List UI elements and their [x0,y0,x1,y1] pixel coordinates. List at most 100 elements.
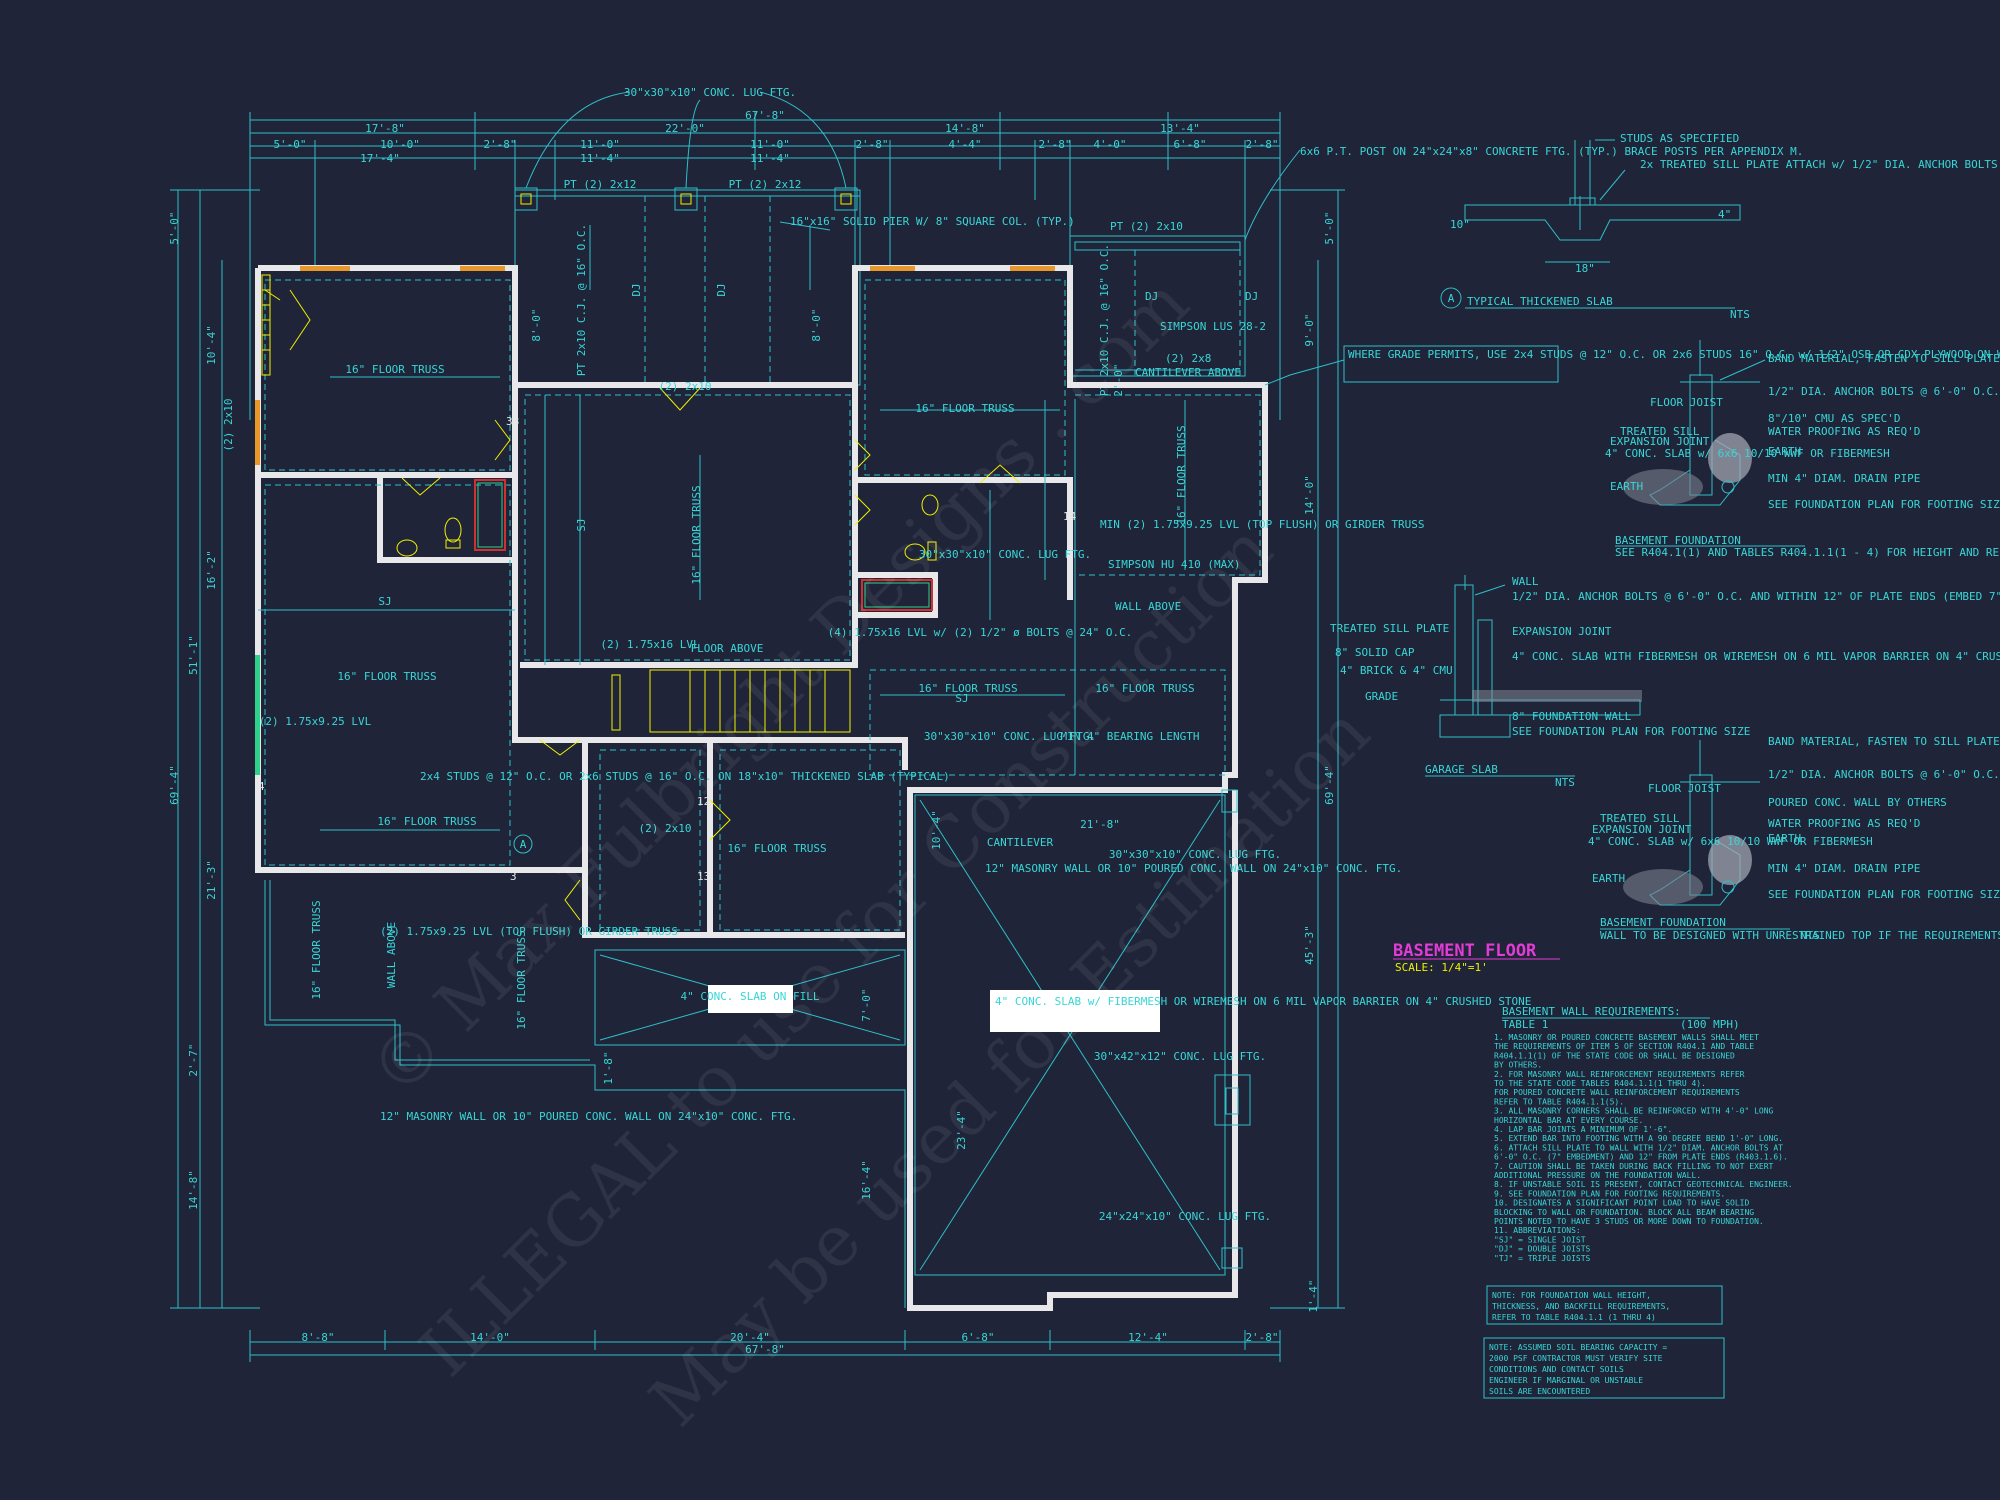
thickened-slab-title: TYPICAL THICKENED SLAB [1467,295,1613,308]
closet-shelving [261,274,271,376]
top-dimension-lines [249,112,1281,420]
lvl-16-label: (2) 1.75x16 LVL [600,638,700,651]
deck-ceiling-joist: PT 2x10 C.J. @ 16" O.C. [1098,244,1111,396]
dim-interior-5: 23'-4" [955,1110,968,1150]
porch-ceiling-joist-a: PT 2x10 C.J. @ 16" O.C. [575,224,588,376]
note1-line: NOTE: FOR FOUNDATION WALL HEIGHT, [1492,1291,1651,1300]
req-lines-line: 7. CAUTION SHALL BE TAKEN DURING BACK FI… [1494,1162,1774,1171]
dim-left-4: 51'-1" [187,635,200,675]
req-lines-line: POINTS NOTED TO HAVE 3 STUDS OR MORE DOW… [1494,1217,1764,1226]
garage-slab-detail [1439,575,1642,738]
dj-label-4: DJ [1245,290,1258,303]
beam-2x10-label-b: (2) 2x10 [659,380,712,393]
detail-tag-a: A [1448,292,1455,305]
callout-13: 13 [697,870,710,883]
floor-truss-label-5: 16" FLOOR TRUSS [337,670,436,683]
dim-interior-9: 1'-4" [1307,1279,1320,1312]
detail-tag-circle [1440,287,1462,309]
callout-38: 38 [506,415,519,428]
dj-label-2: DJ [715,283,728,296]
note2-line: SOILS ARE ENCOUNTERED [1489,1387,1590,1396]
dim-left-6: 21'-3" [205,860,218,900]
dj-label-1: DJ [630,283,643,296]
dim-bottom-5: 12'-4" [1128,1331,1168,1344]
dim-left-2: 10'-4" [205,325,218,365]
bf2-exp: EXPANSION JOINT [1592,823,1692,836]
floor-truss-label-2: 16" FLOOR TRUSS [915,402,1014,415]
gs-treated: TREATED SILL PLATE [1330,622,1449,635]
callout-3: 3 [510,870,517,883]
floor-truss-label-4: 16" FLOOR TRUSS [1175,425,1188,524]
lvl-925-label: (2) 1.75x9.25 LVL [259,715,372,728]
basement-foundation-sub-1: SEE R404.1(1) AND TABLES R404.1.1(1 - 4)… [1615,546,2000,559]
dim-top-9: 11'-0" [750,138,790,151]
dim-top-8: 11'-0" [580,138,620,151]
porch-footing-label: 30"x30"x10" CONC. LUG FTG. [624,86,796,99]
dj-label-3: DJ [1145,290,1158,303]
note2-line: ENGINEER IF MARGINAL OR UNSTABLE [1489,1376,1643,1385]
grade-note: WHERE GRADE PERMITS, USE 2x4 STUDS @ 12"… [1348,348,2000,361]
bf2-sill: TREATED SILL [1600,812,1680,825]
gs-bolts: 1/2" DIA. ANCHOR BOLTS @ 6'-0" O.C. AND … [1512,590,2000,603]
req-lines-line: 9. SEE FOUNDATION PLAN FOR FOOTING REQUI… [1494,1189,1725,1198]
req-lines-line: 2. FOR MASONRY WALL REINFORCEMENT REQUIR… [1494,1070,1745,1079]
requirements-title: BASEMENT WALL REQUIREMENTS: [1502,1005,1681,1018]
cantilever-label: CANTILEVER [987,836,1054,849]
bf1-slab: 4" CONC. SLAB w/ 6x6 10/10 WWF OR FIBERM… [1605,447,1890,460]
sheet-scale: SCALE: 1/4"=1' [1395,961,1488,974]
note2-line: 2000 PSF CONTRACTOR MUST VERIFY SITE [1489,1354,1663,1363]
front-porch-framing [514,91,861,386]
bf2-earth: EARTH [1768,832,1801,845]
dim-bottom-4: 6'-8" [961,1331,994,1344]
lug-ftg-label-3: 30"x30"x10" CONC. LUG FTG. [1109,848,1281,861]
dim-top-11: 4'-4" [948,138,981,151]
dim-top-10: 2'-8" [855,138,888,151]
req-lines-line: "TJ" = TRIPLE JOISTS [1494,1254,1591,1263]
wall-above-label-a: WALL ABOVE [1115,600,1181,613]
basement-foundation-detail-1 [1623,340,1766,506]
bottom-dimension-lines [249,1330,1281,1362]
req-lines-line: FOR POURED CONCRETE WALL REINFORCEMENT R… [1494,1088,1740,1097]
bf2-slab: 4" CONC. SLAB w/ 6x6 10/10 WWF OR FIBERM… [1588,835,1873,848]
bearing-length-label: MIN 4" BEARING LENGTH [1060,730,1199,743]
wall-above-label-b: WALL ABOVE [385,922,398,988]
thickened-slab-detail [1464,139,1741,263]
dim-interior-2: 21'-8" [1080,818,1120,831]
floor-truss-label-9: 16" FLOOR TRUSS [727,842,826,855]
lug-ftg-label-1: 30"x30"x10" CONC. LUG FTG. [919,548,1091,561]
garage-slab-nts: NTS [1555,776,1575,789]
callout-12: 12 [697,795,710,808]
gs-exp: EXPANSION JOINT [1512,625,1612,638]
dim-interior-3: 8'-0" [530,308,543,341]
floor-truss-label-11: 16" FLOOR TRUSS [515,930,528,1029]
studs-spec-label: STUDS AS SPECIFIED [1620,132,1739,145]
req-lines-line: BLOCKING TO WALL OR FOUNDATION. BLOCK AL… [1494,1208,1754,1217]
sj-label-1: SJ [378,595,391,608]
floor-truss-label-1: 16" FLOOR TRUSS [345,363,444,376]
dim-bottom-6: 2'-8" [1245,1331,1278,1344]
req-lines-line: 8. IF UNSTABLE SOIL IS PRESENT, CONTACT … [1494,1180,1793,1189]
requirements-list: 1. MASONRY OR POURED CONCRETE BASEMENT W… [1494,1033,1793,1263]
dim-top-3: 14'-8" [945,122,985,135]
solid-pier-label: 16"x16" SOLID PIER W/ 8" SQUARE COL. (TY… [790,215,1075,228]
dim-top-14: 6'-8" [1173,138,1206,151]
floor-truss-label-3: 16" FLOOR TRUSS [690,485,703,584]
req-lines-line: 6'-0" O.C. (7" EMBEDMENT) AND 12" FROM P… [1494,1153,1788,1162]
bf1-exp: EXPANSION JOINT [1610,435,1710,448]
dim-right-4: 69'-4" [1323,765,1336,805]
dim-top-5: 5'-0" [273,138,306,151]
cantilever-above-label: CANTILEVER ABOVE [1135,366,1241,379]
gs-see: SEE FOUNDATION PLAN FOR FOOTING SIZE [1512,725,1750,738]
req-lines-line: 4. LAP BAR JOINTS A MINIMUM OF 1'-6". [1494,1125,1672,1134]
beam-2x10-label-a: (2) 2x10 [222,399,235,452]
dim-top-13: 4'-0" [1093,138,1126,151]
requirements-mph: (100 MPH) [1680,1018,1740,1031]
dim-left-3: 16'-2" [205,550,218,590]
dim-left-7: 2'-7" [187,1043,200,1076]
dim-left-8: 14'-8" [187,1170,200,1210]
lug-ftg-label-2: 30"x30"x10" CONC. LUG FTG. [924,730,1096,743]
lug-ftg-label-5: 24"x24"x10" CONC. LUG FTG. [1099,1210,1271,1223]
note-box-2 [1483,1337,1725,1399]
simpson-lus-label: SIMPSON LUS 28-2 [1160,320,1266,333]
